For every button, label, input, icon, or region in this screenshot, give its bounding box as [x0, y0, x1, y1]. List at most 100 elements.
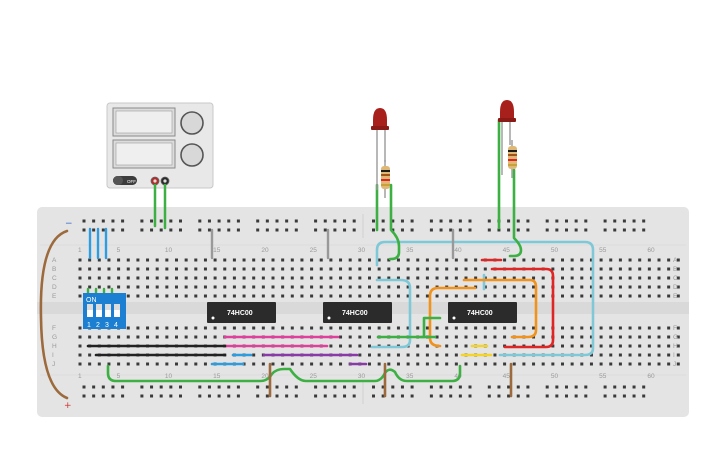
breadboard-hole[interactable] — [618, 362, 622, 366]
breadboard-hole[interactable] — [503, 326, 507, 330]
breadboard-hole[interactable] — [194, 294, 198, 298]
breadboard-hole[interactable] — [387, 267, 391, 271]
breadboard-hole[interactable] — [541, 294, 545, 298]
breadboard-hole[interactable] — [377, 258, 381, 262]
breadboard-hole[interactable] — [146, 326, 150, 330]
breadboard-hole[interactable] — [97, 258, 101, 262]
breadboard-hole[interactable] — [454, 267, 458, 271]
breadboard-hole[interactable] — [561, 258, 564, 262]
chip-1[interactable]: 74HC00 — [207, 302, 276, 323]
breadboard-hole[interactable] — [555, 219, 559, 223]
breadboard-hole[interactable] — [175, 258, 178, 262]
breadboard-hole[interactable] — [339, 335, 343, 339]
breadboard-hole[interactable] — [88, 267, 92, 271]
breadboard-hole[interactable] — [676, 335, 680, 339]
breadboard-hole[interactable] — [140, 394, 144, 398]
led-2[interactable] — [498, 100, 516, 175]
breadboard-hole[interactable] — [88, 362, 92, 366]
breadboard-hole[interactable] — [468, 228, 472, 232]
breadboard-hole[interactable] — [146, 267, 150, 271]
breadboard-hole[interactable] — [483, 362, 487, 366]
breadboard-hole[interactable] — [175, 362, 178, 366]
breadboard-hole[interactable] — [541, 326, 545, 330]
breadboard-hole[interactable] — [343, 394, 347, 398]
breadboard-hole[interactable] — [503, 294, 507, 298]
breadboard-hole[interactable] — [599, 276, 603, 280]
breadboard-hole[interactable] — [339, 258, 343, 262]
breadboard-hole[interactable] — [252, 362, 256, 366]
breadboard-hole[interactable] — [468, 394, 472, 398]
breadboard-hole[interactable] — [618, 276, 622, 280]
breadboard-hole[interactable] — [676, 326, 680, 330]
breadboard-hole[interactable] — [493, 285, 497, 289]
breadboard-hole[interactable] — [589, 294, 593, 298]
breadboard-hole[interactable] — [352, 228, 356, 232]
breadboard-hole[interactable] — [140, 219, 144, 223]
wire-green-bottom[interactable] — [106, 364, 462, 383]
breadboard-hole[interactable] — [429, 394, 433, 398]
breadboard-hole[interactable] — [252, 353, 256, 357]
breadboard-hole[interactable] — [647, 362, 651, 366]
breadboard-hole[interactable] — [628, 285, 632, 289]
breadboard-hole[interactable] — [618, 294, 622, 298]
breadboard-hole[interactable] — [368, 294, 371, 298]
breadboard-hole[interactable] — [584, 219, 588, 223]
breadboard-hole[interactable] — [368, 335, 371, 339]
breadboard-hole[interactable] — [140, 385, 144, 389]
breadboard-hole[interactable] — [454, 362, 458, 366]
breadboard-hole[interactable] — [545, 219, 549, 223]
breadboard-hole[interactable] — [464, 326, 468, 330]
breadboard-hole[interactable] — [314, 385, 318, 389]
breadboard-hole[interactable] — [285, 385, 289, 389]
breadboard-hole[interactable] — [439, 385, 443, 389]
breadboard-hole[interactable] — [271, 285, 275, 289]
breadboard-hole[interactable] — [493, 276, 497, 280]
breadboard-hole[interactable] — [333, 228, 337, 232]
breadboard-hole[interactable] — [445, 294, 449, 298]
breadboard-hole[interactable] — [642, 219, 646, 223]
breadboard-hole[interactable] — [281, 362, 285, 366]
breadboard-hole[interactable] — [632, 219, 636, 223]
breadboard-hole[interactable] — [667, 285, 671, 289]
breadboard-hole[interactable] — [294, 385, 298, 389]
breadboard-hole[interactable] — [343, 219, 347, 223]
breadboard-hole[interactable] — [242, 326, 246, 330]
breadboard-hole[interactable] — [78, 344, 82, 348]
breadboard-hole[interactable] — [628, 353, 632, 357]
breadboard-hole[interactable] — [126, 285, 130, 289]
breadboard-hole[interactable] — [358, 353, 362, 357]
breadboard-hole[interactable] — [657, 285, 661, 289]
breadboard-hole[interactable] — [647, 294, 651, 298]
breadboard-hole[interactable] — [647, 258, 651, 262]
breadboard-hole[interactable] — [464, 276, 468, 280]
breadboard-hole[interactable] — [416, 294, 420, 298]
breadboard-hole[interactable] — [198, 228, 202, 232]
breadboard-hole[interactable] — [642, 228, 646, 232]
breadboard-hole[interactable] — [285, 228, 289, 232]
breadboard-hole[interactable] — [194, 258, 198, 262]
breadboard-hole[interactable] — [213, 335, 217, 339]
breadboard-hole[interactable] — [236, 394, 240, 398]
breadboard-hole[interactable] — [657, 294, 661, 298]
breadboard-hole[interactable] — [175, 285, 178, 289]
breadboard-hole[interactable] — [271, 276, 275, 280]
breadboard-hole[interactable] — [387, 326, 391, 330]
breadboard-hole[interactable] — [88, 335, 92, 339]
breadboard-hole[interactable] — [516, 385, 520, 389]
breadboard-hole[interactable] — [348, 258, 352, 262]
breadboard-hole[interactable] — [213, 276, 217, 280]
breadboard-hole[interactable] — [541, 276, 545, 280]
breadboard-hole[interactable] — [445, 335, 449, 339]
breadboard-hole[interactable] — [329, 285, 333, 289]
breadboard-hole[interactable] — [377, 326, 381, 330]
breadboard-hole[interactable] — [136, 285, 140, 289]
breadboard-hole[interactable] — [609, 344, 613, 348]
breadboard-hole[interactable] — [213, 285, 217, 289]
breadboard-hole[interactable] — [175, 276, 178, 280]
breadboard-hole[interactable] — [429, 385, 433, 389]
breadboard-hole[interactable] — [474, 276, 478, 280]
breadboard-hole[interactable] — [416, 285, 420, 289]
breadboard-hole[interactable] — [227, 394, 231, 398]
breadboard-hole[interactable] — [300, 267, 304, 271]
breadboard-hole[interactable] — [256, 219, 260, 223]
